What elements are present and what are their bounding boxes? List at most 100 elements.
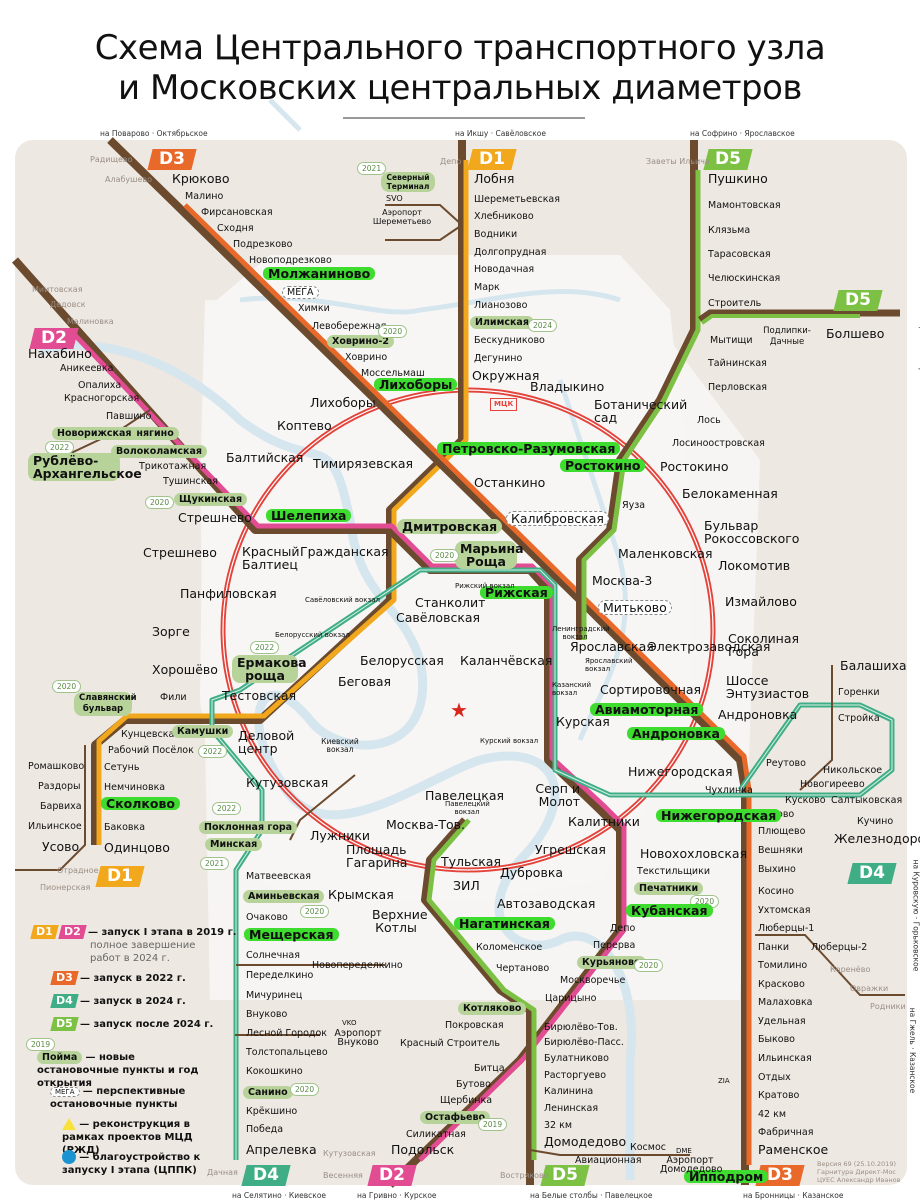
station-likhobory-mck[interactable]: Лихоборы <box>310 395 376 410</box>
station-avtozavodskaya[interactable]: Автозаводская <box>497 896 596 911</box>
station-ilinskoe[interactable]: Ильинское <box>28 821 82 832</box>
station-rizhsky-vokzal[interactable]: Рижский вокзал <box>455 582 515 590</box>
station-kokoshkino[interactable]: Кокошкино <box>246 1066 303 1077</box>
station-tayninskaya[interactable]: Тайнинская <box>708 358 767 369</box>
station-michurinets[interactable]: Мичуринец <box>246 990 303 1001</box>
station-streshnevo-d2[interactable]: Стрешнево <box>178 510 252 525</box>
station-plyushchevo[interactable]: Плющево <box>758 826 806 837</box>
station-elektrozavodskaya[interactable]: Электрозаводская <box>648 639 771 654</box>
station-tomilino[interactable]: Томилино <box>758 960 808 971</box>
line-d1[interactable] <box>91 140 469 845</box>
station-petrovsko-razumovskaya[interactable]: Петровско-Разумовская <box>437 442 621 455</box>
station-stroyka[interactable]: Стройка <box>838 713 880 724</box>
station-pererva[interactable]: Перерва <box>593 940 636 951</box>
station-testovskaya[interactable]: Тестовская <box>222 688 297 703</box>
station-rizhskaya[interactable]: Рижская <box>480 586 553 599</box>
station-novopodrezkovo[interactable]: Новоподрезково <box>249 255 332 266</box>
station-ukhtomskaya[interactable]: Ухтомская <box>758 905 811 916</box>
station-kuryanovo[interactable]: Курьяново <box>577 956 646 969</box>
station-domodedovo[interactable]: Домодедово <box>544 1134 627 1149</box>
station-shosse-entuziastov[interactable]: Шоссе Энтузиастов <box>726 673 810 701</box>
station-dmitrovskaya[interactable]: Дмитровская <box>397 519 503 534</box>
station-khovrino[interactable]: Ховрино <box>345 352 388 363</box>
station-tolstopaltsevo[interactable]: Толстопальцево <box>246 1047 328 1058</box>
station-anikeevka[interactable]: Аникеевка <box>60 363 114 374</box>
station-poklonnaya-gora[interactable]: Поклонная гора <box>199 821 298 834</box>
station-begovaya[interactable]: Беговая <box>338 674 392 689</box>
station-chelyuskinskaya[interactable]: Челюскинская <box>708 273 781 284</box>
station-krasnogorskaya[interactable]: Красногорская <box>64 393 140 404</box>
station-levoberezhnaya[interactable]: Левобережная <box>312 321 387 332</box>
station-kotlyakovo[interactable]: Котляково <box>458 1002 527 1015</box>
station-yaroslavsky-vokzal[interactable]: Ярославский вокзал <box>585 657 633 673</box>
station-zil[interactable]: ЗИЛ <box>453 878 480 893</box>
station-serp-i-molot[interactable]: Серп и Молот <box>535 781 580 809</box>
station-balashikha[interactable]: Балашиха <box>840 658 907 673</box>
station-krasny-baltiets[interactable]: Красный Балтиец <box>242 544 300 572</box>
station-maryina-roshcha[interactable]: Марьина Роща <box>455 541 524 569</box>
station-tekstilshchiki[interactable]: Текстильщики <box>637 866 711 877</box>
station-khoroshyovo[interactable]: Зорге <box>152 624 190 639</box>
station-mega[interactable]: МЕГА <box>282 286 319 299</box>
station-dolgoprudnaya[interactable]: Долгопрудная <box>474 247 547 258</box>
station-sokolinaya-gora[interactable]: Соколиная Гора <box>728 631 800 659</box>
station-koptevo[interactable]: Коптево <box>277 418 332 433</box>
station-ochakovo[interactable]: Очаково <box>246 912 288 923</box>
station-belorussky-vokzal[interactable]: Белорусский вокзал <box>275 631 350 639</box>
station-molzhaninovo[interactable]: Молжаниново <box>263 267 376 280</box>
station-otdykh[interactable]: Отдых <box>758 1072 791 1083</box>
station-likhobory-d3[interactable]: Лихоборы <box>374 378 458 391</box>
line-d3[interactable] <box>107 137 752 1185</box>
station-sanino[interactable]: Санино <box>243 1086 293 1099</box>
station-42-km[interactable]: 42 км <box>758 1109 787 1120</box>
station-novoperedelkino[interactable]: Новопеределкино <box>312 960 403 971</box>
station-kubanskaya[interactable]: Кубанская <box>626 904 713 917</box>
station-izmaylovo[interactable]: Измайлово <box>725 594 797 609</box>
station-firsanovskaya[interactable]: Фирсановская <box>201 207 273 218</box>
station-paveletsky-vokzal[interactable]: Павелецкий вокзал <box>445 800 490 816</box>
station-panki[interactable]: Панки <box>758 942 790 953</box>
station-malino[interactable]: Малино <box>185 191 224 202</box>
station-gorenki[interactable]: Горенки <box>838 687 880 698</box>
station-moskva-3[interactable]: Москва-3 <box>592 573 653 588</box>
station-kosmos[interactable]: Космос <box>630 1142 666 1153</box>
station-yaroslavskaya[interactable]: Ярославская <box>570 639 654 654</box>
station-reutovo[interactable]: Реутово <box>766 758 806 769</box>
station-aviamotornaya[interactable]: Авиамоторная <box>590 703 704 716</box>
station-streshnevo-mck[interactable]: Шелепиха <box>266 509 352 522</box>
station-usovo[interactable]: Усово <box>42 839 80 854</box>
station-aeroport-sheremetyevo[interactable]: Аэропорт Шереметьево <box>372 208 432 226</box>
station-nizhegorodskaya-mck[interactable]: Нижегородская <box>628 764 733 779</box>
station-savelovsky-vokzal[interactable]: Савёловский вокзал <box>305 596 381 604</box>
station-kuchino[interactable]: Кучино <box>857 816 894 827</box>
station-butovo[interactable]: Бутово <box>456 1079 491 1090</box>
station-lyubertsy-2[interactable]: Люберцы-2 <box>811 942 868 953</box>
station-shcherbinka[interactable]: Щербинка <box>440 1095 493 1106</box>
station-ploshchad-gagarina[interactable]: Площадь Гагарина <box>346 842 408 870</box>
station-biryulyovo-pass[interactable]: Бирюлёво-Пасс. <box>544 1037 624 1048</box>
station-luzhniki[interactable]: Лужники <box>310 828 371 843</box>
station-saltykovskaya[interactable]: Салтыковская <box>831 795 903 806</box>
station-novogireevo[interactable]: Новогиреево <box>800 779 865 790</box>
station-belokamennaya[interactable]: Белокаменная <box>682 486 778 501</box>
station-nagatinskaya[interactable]: Нагатинская <box>454 917 555 930</box>
station-romashkovo[interactable]: Ромашково <box>28 761 85 772</box>
station-khlebnikovo[interactable]: Хлебниково <box>474 211 534 222</box>
station-delovoy-tsentr[interactable]: Деловой центр <box>238 728 295 756</box>
station-krymskaya[interactable]: Крымская <box>328 887 394 902</box>
station-mosselmash[interactable]: Моссельмаш <box>361 368 425 379</box>
station-rostokino-d5[interactable]: Ростокино <box>560 459 646 472</box>
station-pavshino[interactable]: Павшино <box>106 411 152 422</box>
station-bulvar-rokossovskogo[interactable]: Бульвар Рокоссовского <box>704 518 800 546</box>
station-barvikha[interactable]: Барвиха <box>40 801 82 812</box>
station-bulatnikovo[interactable]: Булатниково <box>544 1053 609 1064</box>
station-chukhlinka[interactable]: Чухлинка <box>705 785 753 796</box>
station-zorge[interactable]: Панфиловская <box>180 586 277 601</box>
station-lobnya[interactable]: Лобня <box>474 171 515 186</box>
station-mark[interactable]: Марк <box>474 282 500 293</box>
station-verkhnie-kotly[interactable]: Верхние Котлы <box>372 907 428 935</box>
station-ostafyevo[interactable]: Остафьево <box>420 1111 491 1124</box>
station-perlovskaya[interactable]: Перловская <box>708 382 767 393</box>
station-lyubertsy-1[interactable]: Люберцы-1 <box>758 923 815 934</box>
station-kolomenskoe[interactable]: Коломенское <box>476 942 543 953</box>
